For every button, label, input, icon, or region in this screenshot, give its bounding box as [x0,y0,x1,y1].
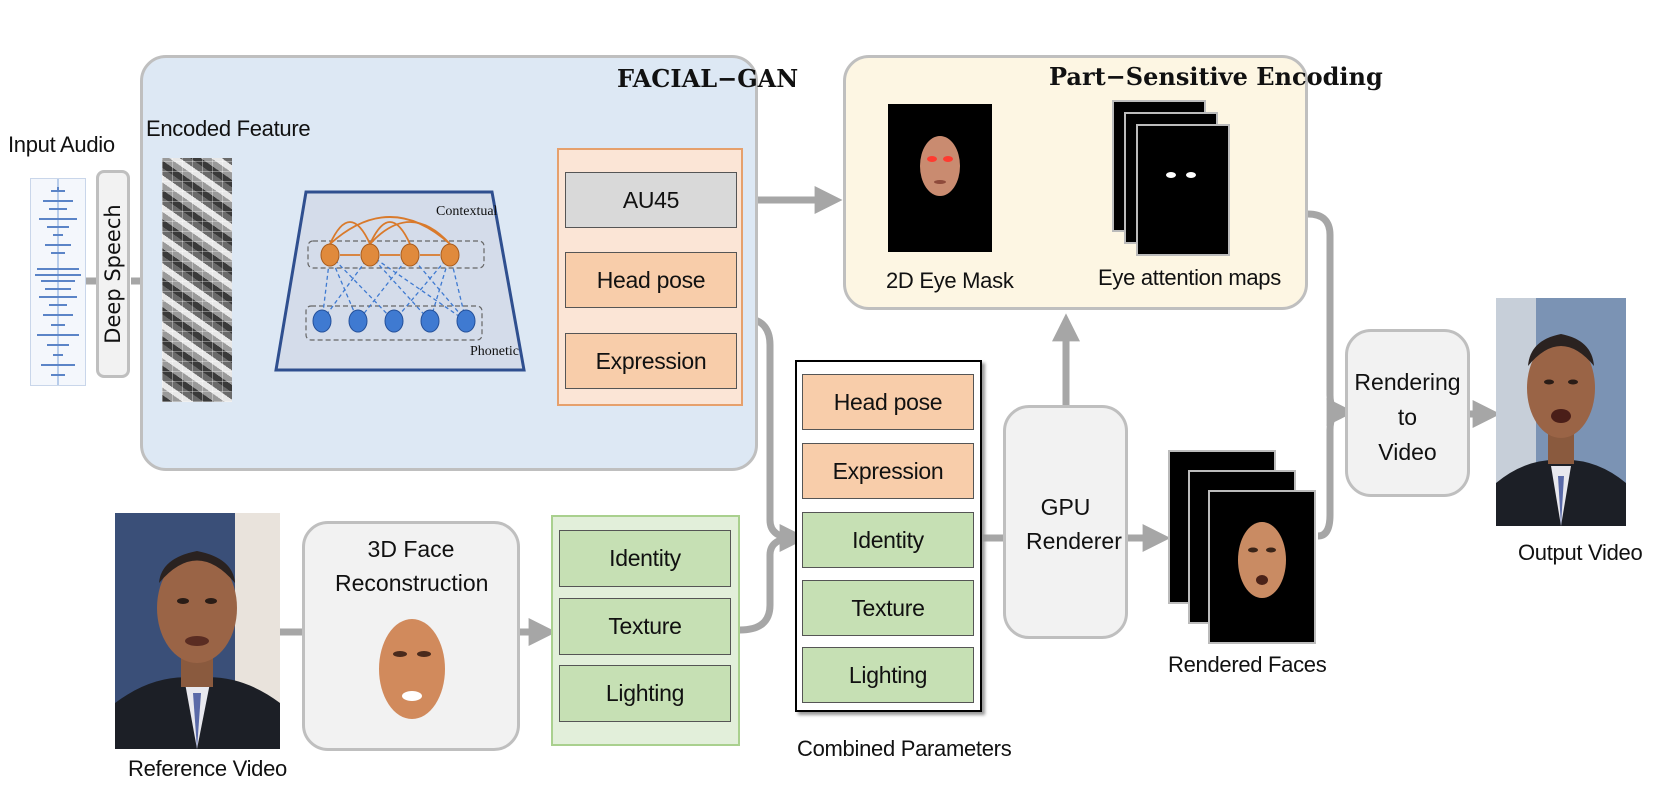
combined-param-texture: Texture [802,580,974,636]
rendered-faces-label: Rendered Faces [1168,652,1327,677]
gan-output-au45: AU45 [565,172,737,228]
eye-mask-image [888,104,992,252]
reference-video-image [115,513,280,749]
part-sensitive-title: Part−Sensitive Encoding [1049,62,1383,91]
rendering-to-video-block: Rendering to Video [1345,329,1470,497]
deep-speech-label: Deep Speech [101,204,125,344]
combined-param-head-pose: Head pose [802,374,974,430]
contextual-label: Contextual [436,204,498,219]
arrow-part-to-rendering [1307,210,1343,416]
facial-gan-title: FACIAL−GAN [617,64,799,93]
audio-waveform [30,178,86,386]
recon-param-lighting: Lighting [559,665,731,722]
rendering-line-3: Video [1378,439,1437,465]
rendering-line-2: to [1397,404,1418,430]
rendering-line-1: Rendering [1354,369,1461,395]
rendered-faces-stack [1168,450,1320,646]
gan-output-expression: Expression [565,333,737,389]
combined-param-identity: Identity [802,512,974,568]
arrow-rendered-to-rendering [1317,398,1355,540]
eye-attention-label: Eye attention maps [1098,265,1281,290]
eye-mask-label: 2D Eye Mask [886,268,1014,293]
combined-params-label: Combined Parameters [797,736,1012,761]
encoded-feature-label: Encoded Feature [146,116,311,141]
arrow-recon-to-combined [739,524,808,634]
face-reconstruction-label: 3D Face Reconstruction [335,536,489,596]
combined-param-expression: Expression [802,443,974,499]
face-reconstruction-block: 3D Face Reconstruction [302,521,520,751]
gpu-renderer-block: GPU Renderer [1003,405,1128,639]
recon-param-identity: Identity [559,530,731,587]
deep-speech-block: Deep Speech [96,170,130,378]
encoded-feature-map [162,158,232,402]
gan-output-head-pose: Head pose [565,252,737,308]
gpu-renderer-label: GPU Renderer [1026,494,1122,554]
output-video-image [1496,298,1626,526]
combined-param-lighting: Lighting [802,647,974,703]
output-video-label: Output Video [1518,540,1643,565]
recon-param-texture: Texture [559,598,731,655]
phonetic-label: Phonetic [470,344,519,359]
eye-attention-stack [1112,100,1238,256]
reference-video-label: Reference Video [128,756,287,781]
input-audio-label: Input Audio [8,132,115,157]
